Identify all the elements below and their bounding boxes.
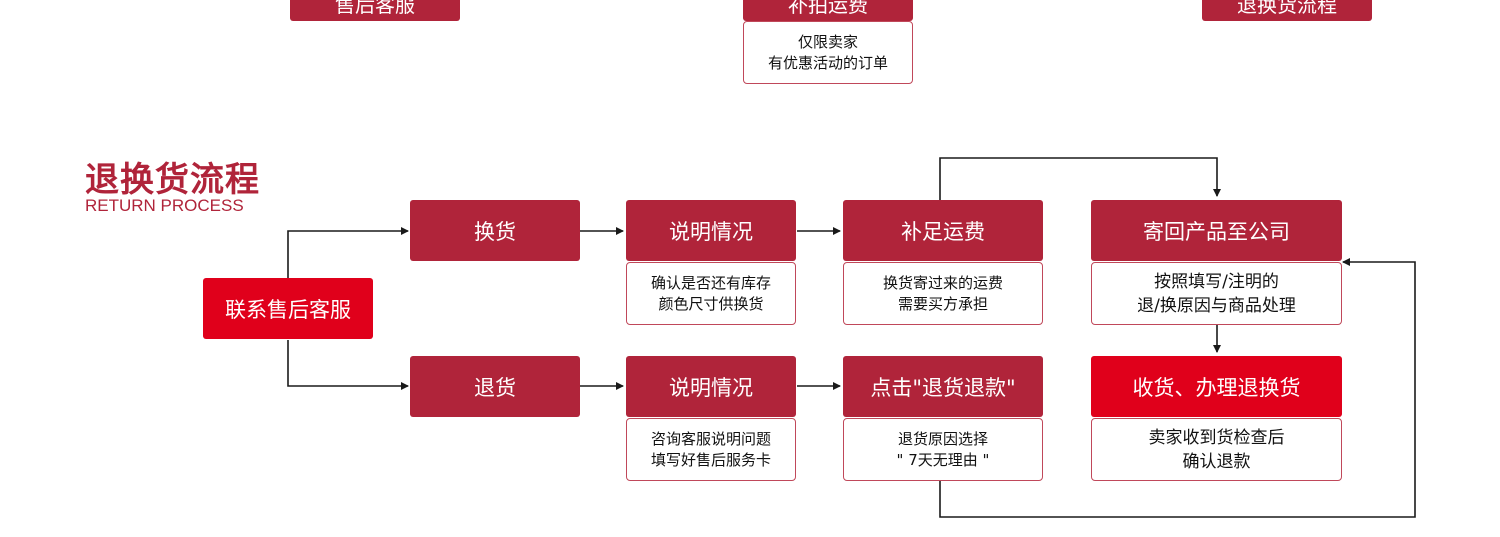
contact-service-box: 联系售后客服 (203, 278, 373, 339)
explain-note-return: 咨询客服说明问题 填写好售后服务卡 (626, 418, 796, 481)
note-line: 退/换原因与商品处理 (1137, 295, 1296, 316)
top-box-label: 售后客服 (335, 0, 415, 17)
receive-box: 收货、办理退换货 (1091, 356, 1342, 417)
connector-to-return (287, 340, 409, 390)
exchange-box: 换货 (410, 200, 580, 261)
box-label: 寄回产品至公司 (1143, 219, 1290, 244)
note-line: 确认是否还有库存 (650, 273, 771, 292)
connector-to-exchange (287, 227, 409, 278)
note-line: 颜色尺寸供换货 (658, 294, 764, 313)
return-box: 退货 (410, 356, 580, 417)
explain-box-return: 说明情况 (626, 356, 796, 417)
connector-click-loop (939, 258, 1416, 518)
top-box-label: 补拍运费 (788, 0, 868, 17)
note-line: 咨询客服说明问题 (650, 429, 771, 448)
connector-shipping-sendback (939, 157, 1221, 200)
box-label: 收货、办理退换货 (1132, 375, 1301, 400)
section-title: 退换货流程 (85, 160, 260, 200)
note-line: 确认退款 (1182, 451, 1251, 472)
top-box-after-sales: 售后客服 (290, 0, 460, 21)
click-refund-box: 点击"退货退款" (843, 356, 1043, 417)
box-label: 说明情况 (669, 219, 753, 244)
top-box-label: 退换货流程 (1237, 0, 1337, 17)
note-line: 按照填写/注明的 (1154, 271, 1279, 292)
note-line: 退货原因选择 (897, 429, 988, 448)
note-line: 填写好售后服务卡 (650, 450, 771, 469)
note-line: 卖家收到货检查后 (1148, 427, 1285, 448)
note-line: 换货寄过来的运费 (882, 273, 1003, 292)
shipping-box: 补足运费 (843, 200, 1043, 261)
box-label: 补足运费 (901, 219, 985, 244)
shipping-note: 换货寄过来的运费 需要买方承担 (843, 262, 1043, 325)
top-mid-note: 仅限卖家 有优惠活动的订单 (743, 21, 913, 84)
send-back-note: 按照填写/注明的 退/换原因与商品处理 (1091, 262, 1342, 325)
top-box-shipping: 补拍运费 (743, 0, 913, 21)
box-label: 点击"退货退款" (870, 375, 1016, 400)
section-subtitle: RETURN PROCESS (85, 196, 244, 215)
receive-note: 卖家收到货检查后 确认退款 (1091, 418, 1342, 481)
box-label: 说明情况 (669, 375, 753, 400)
note-line: 仅限卖家 (797, 32, 858, 51)
note-line: 有优惠活动的订单 (767, 53, 888, 72)
box-label: 联系售后客服 (225, 297, 351, 322)
send-back-box: 寄回产品至公司 (1091, 200, 1342, 261)
explain-box-exchange: 说明情况 (626, 200, 796, 261)
top-box-return-process: 退换货流程 (1202, 0, 1372, 21)
box-label: 退货 (474, 375, 516, 400)
click-refund-note: 退货原因选择 " 7天无理由 " (843, 418, 1043, 481)
note-line: " 7天无理由 " (896, 450, 990, 469)
box-label: 换货 (474, 219, 516, 244)
explain-note-exchange: 确认是否还有库存 颜色尺寸供换货 (626, 262, 796, 325)
note-line: 需要买方承担 (897, 294, 988, 313)
